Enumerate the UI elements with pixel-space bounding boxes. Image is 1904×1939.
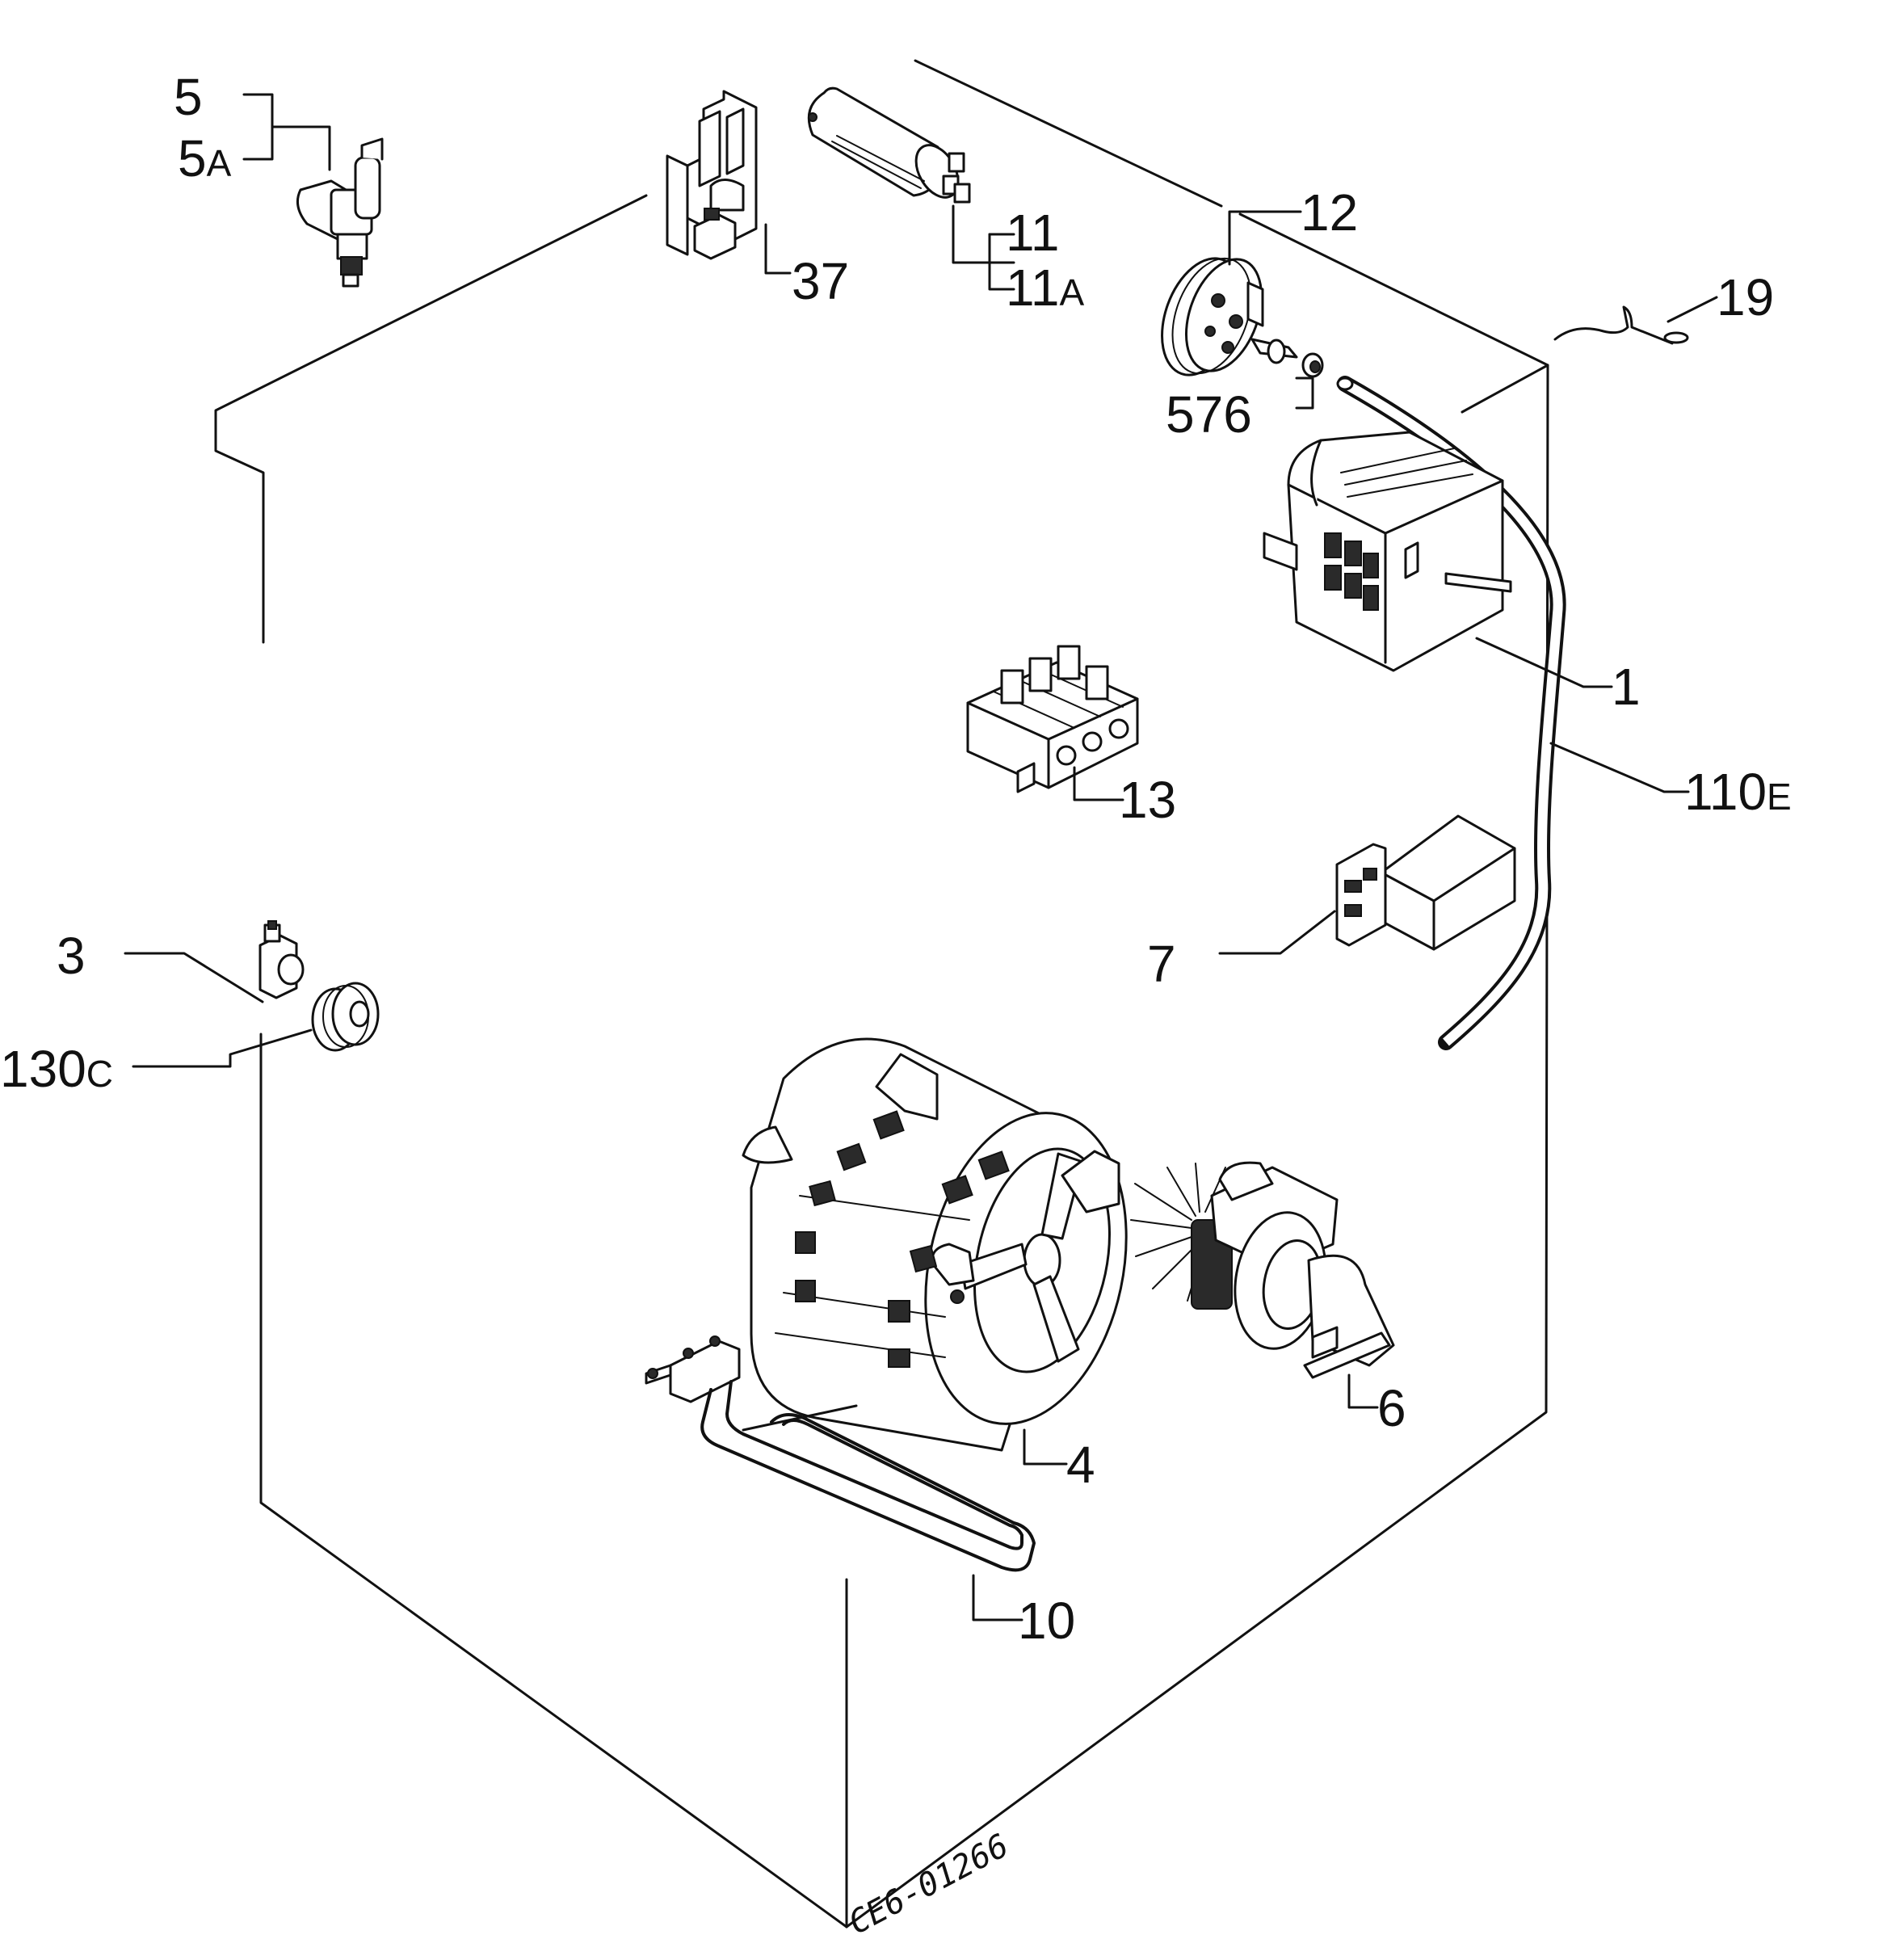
cabinet-outline [214,59,1549,1928]
leader-6 [1347,1373,1379,1409]
label-19: 19 [1717,268,1774,326]
part-7-interlock [1335,814,1516,951]
part-130c-grommet [311,982,380,1052]
leader-7 [1218,910,1336,955]
label-11a: 11A [1006,259,1084,317]
label-11: 11 [1006,204,1059,262]
part-4-motor [742,1037,1128,1452]
label-5a: 5A [178,129,232,187]
label-37: 37 [792,252,849,310]
label-576: 576 [1166,385,1252,444]
label-130c: 130C [0,1040,113,1098]
part-37-door-lock [666,90,758,260]
label-12: 12 [1301,183,1358,242]
part-13-terminal-block [966,645,1139,793]
leader-11a [988,233,1015,291]
leader-110e [1549,742,1690,793]
leader-5-bracket [242,93,274,161]
leader-11 [952,204,1015,264]
part-576-fitting [1301,352,1324,378]
part-19-sensor [1553,305,1689,345]
leader-19 [1667,296,1718,323]
label-7: 7 [1147,935,1176,993]
label-1: 1 [1612,658,1641,716]
leader-130c [132,1028,313,1068]
label-6: 6 [1377,1379,1406,1437]
part-1-programmer [1263,431,1512,672]
leader-5 [271,125,331,171]
part-5-valve [296,137,384,288]
leader-1 [1475,637,1613,688]
leader-10 [972,1574,1023,1621]
leader-lines [124,93,1718,1621]
part-3-thermostat [258,920,305,999]
drawing-code: CE6-01266 [843,1827,1015,1939]
leader-576 [1295,376,1314,410]
label-10: 10 [1018,1592,1075,1650]
label-5: 5 [174,68,203,126]
leader-4 [1023,1428,1068,1466]
part-12-pressure-switch [1161,257,1298,376]
leader-37 [764,223,792,275]
label-3: 3 [57,927,86,985]
part-labels: 5 5A 37 11 11A 12 19 576 1 110E 13 7 3 1… [0,68,1792,1650]
part-11-capacitor [807,86,971,204]
label-4: 4 [1066,1436,1095,1494]
label-110e: 110E [1684,763,1792,821]
part-6-drain-pump [1130,1161,1395,1379]
label-13: 13 [1119,771,1176,829]
part-10-heater [645,1335,1036,1572]
leader-13 [1073,766,1124,801]
leader-3 [124,952,264,1003]
leader-12 [1228,210,1302,266]
